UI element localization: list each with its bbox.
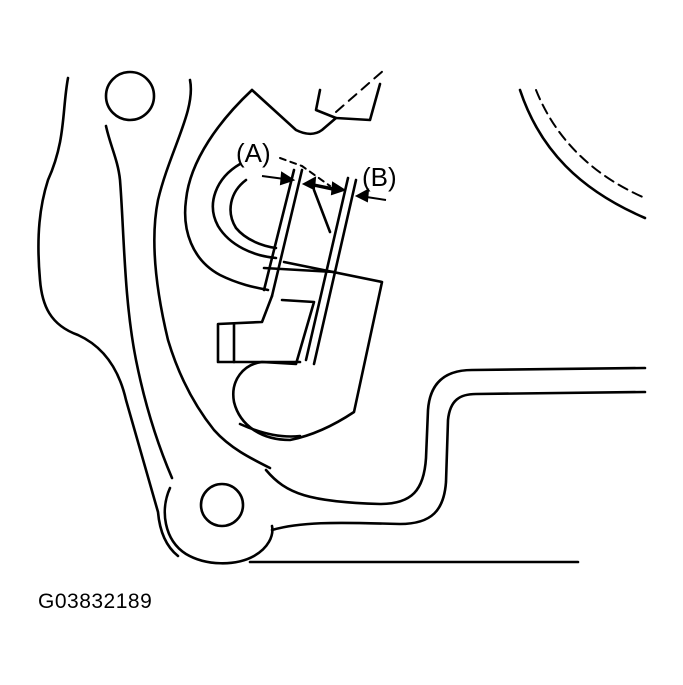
lower-bolt-hole [199, 482, 245, 528]
pawl-tab [216, 294, 302, 364]
lower-boss [163, 486, 274, 565]
lever-curve-outer [211, 162, 278, 260]
plate-a-left [262, 168, 296, 292]
top-corner-piece [314, 82, 382, 122]
arrowhead-b-left [330, 181, 347, 196]
channel-inner [270, 390, 647, 532]
figure-code: G03832189 [38, 590, 153, 613]
gap-slant [312, 188, 332, 234]
gap-dash [279, 157, 331, 187]
pawl-body [232, 260, 384, 442]
label-b: (B) [362, 162, 397, 192]
casing-inner-ridge [104, 124, 174, 480]
arrowhead-b-right [354, 188, 370, 203]
boss-upper-edge [153, 78, 272, 470]
upper-bolt-hole [104, 70, 156, 122]
housing-arc-inner [535, 89, 646, 199]
label-a: (A) [236, 138, 271, 168]
casing-outer-outline [37, 76, 180, 558]
pawl-cross-line [262, 266, 336, 274]
lever-curve-inner [229, 178, 278, 250]
top-corner-hidden-line [335, 69, 385, 113]
pawl-base [238, 422, 302, 438]
housing-arc-outer [518, 88, 647, 220]
plate-b-left [304, 176, 350, 362]
cavity-outline [183, 88, 270, 292]
channel-outer [264, 366, 647, 506]
plate-a-right [270, 168, 304, 298]
arrowhead-a-left [279, 171, 296, 186]
cavity-top-edge [250, 88, 338, 136]
